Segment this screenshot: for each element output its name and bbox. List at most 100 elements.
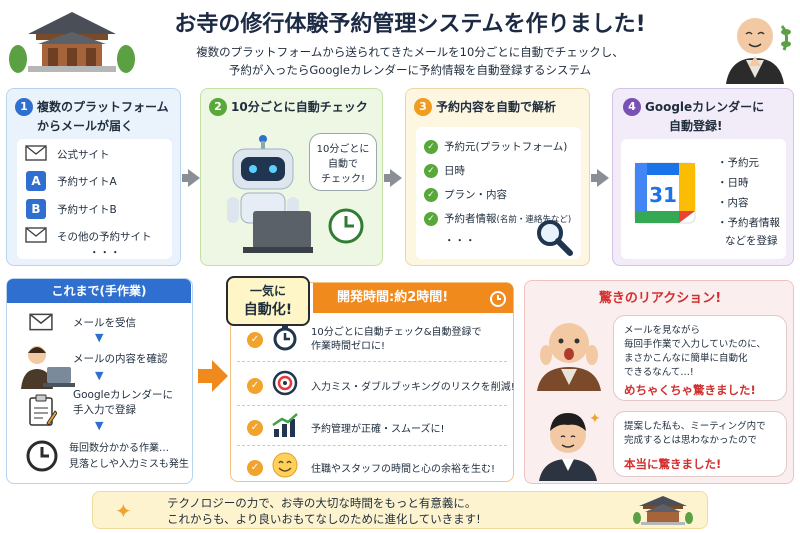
registered-field-tail: などを登録: [725, 235, 778, 247]
developer-quote-line-2: 完成するとは思わなかったので: [624, 435, 758, 446]
booking-site-a-icon: A: [26, 171, 46, 191]
google-calendar-icon: 31: [633, 161, 697, 229]
step-3-number: 3: [414, 97, 432, 116]
check-icon: ✓: [424, 140, 438, 154]
check-icon: ✓: [247, 377, 263, 394]
monk-quote-emphasis: めちゃくちゃ驚きました!: [624, 383, 756, 397]
transition-arrow: [198, 360, 228, 396]
temple-illustration: [8, 4, 136, 76]
registered-field-datetime: ・日時: [717, 177, 749, 189]
monk-quote-line-2: 毎回手作業で入力していたのに、: [624, 339, 766, 350]
flow-arrow: [182, 169, 200, 187]
lightbulb-icon: ✦: [589, 411, 601, 427]
parsed-field-customer: 予約者情報: [444, 213, 497, 225]
page-subtitle-line-1: 複数のプラットフォームから送られてきたメールを10分ごとに自動でチェックし、: [196, 45, 624, 59]
more-ellipsis: ・・・: [444, 235, 476, 247]
manual-step-issue-line-1: 毎回数分かかる作業…: [69, 443, 169, 454]
magnifier-icon: [534, 217, 574, 261]
page-subtitle-line-2: 予約が入ったらGoogleカレンダーに予約情報を自動登録するシステム: [228, 63, 592, 77]
check-icon: ✓: [247, 331, 263, 348]
monk-quote-line-1: メールを見ながら: [624, 325, 701, 336]
clock-icon: [327, 207, 365, 249]
down-arrow-icon: ▼: [95, 331, 104, 344]
manual-step-register-line-1: Googleカレンダーに: [73, 389, 174, 401]
timer-icon: [489, 289, 507, 311]
sparkle-icon: ✦: [115, 499, 132, 523]
step-4-panel: 4 Googleカレンダーに 自動登録! 31 ・予約元 ・日時 ・内容 ・予約者…: [612, 88, 794, 266]
step-1-title-line-2: からメールが届く: [37, 119, 134, 133]
parsed-field-source: 予約元(プラットフォーム): [444, 141, 568, 153]
source-booking-site-a: 予約サイトA: [57, 176, 117, 188]
step-1-title-line-1: 複数のプラットフォーム: [37, 100, 169, 114]
footer-line-1: テクノロジーの力で、お寺の大切な時間をもっと有意義に。: [167, 496, 477, 510]
target-icon: [271, 369, 299, 401]
manual-process-title: これまで(手作業): [7, 279, 191, 303]
source-official-site: 公式サイト: [57, 149, 110, 161]
robot-bubble-line-3: チェック!: [320, 174, 365, 185]
automation-badge: 一気に 自動化!: [226, 276, 310, 326]
reaction-panel: 驚きのリアクション! メールを見ながら 毎回手作業で入力していたのに、 まさかこ…: [524, 280, 794, 484]
robot-bubble-line-1: 10分ごとに: [316, 144, 370, 155]
down-arrow-icon: ▼: [95, 419, 104, 432]
check-icon: ✓: [424, 188, 438, 202]
check-icon: ✓: [247, 459, 263, 476]
automation-badge-line-1: 一気に: [249, 284, 286, 298]
reaction-title: 驚きのリアクション!: [598, 291, 722, 306]
manual-step-issue-line-2: 見落としや入力ミスも発生: [69, 459, 189, 470]
step-4-number: 4: [623, 97, 641, 116]
manual-step-check: メールの内容を確認: [73, 353, 168, 365]
surprised-monk-illustration: [533, 313, 605, 395]
clock-icon: [25, 439, 59, 477]
benefit-auto-check-line-1: 10分ごとに自動チェック&自動登録で: [311, 327, 482, 338]
booking-site-b-icon: B: [26, 199, 46, 219]
smile-icon: [271, 451, 299, 483]
check-icon: ✓: [424, 212, 438, 226]
page-title: お寺の修行体験予約管理システムを作りました!: [174, 12, 646, 37]
step-3-panel: 3 予約内容を自動で解析 ✓ 予約元(プラットフォーム) ✓ 日時 ✓ プラン・内容 ✓…: [405, 88, 590, 266]
manual-step-receive: メールを受信: [73, 317, 136, 329]
mail-icon: [29, 313, 53, 335]
monk-illustration: [716, 6, 794, 84]
step-2-number: 2: [209, 97, 227, 116]
developer-quote-emphasis: 本当に驚きました!: [624, 457, 722, 471]
automation-badge-line-2: 自動化!: [243, 302, 293, 318]
monk-quote-line-4: できるなんて…!: [624, 367, 694, 378]
calendar-day-number: 31: [649, 183, 677, 207]
mail-icon: [25, 145, 47, 165]
developer-illustration: [535, 405, 601, 485]
manual-process-panel: これまで(手作業) メールを受信 ▼ メールの内容を確認 ▼ Googleカレン…: [6, 278, 193, 484]
step-1-number: 1: [15, 97, 33, 116]
benefit-reduce-errors: 入力ミス・ダブルブッキングのリスクを削減!: [311, 382, 515, 393]
step-4-title-line-2: 自動登録!: [669, 119, 723, 133]
step-4-title-line-1: Googleカレンダーに: [645, 100, 765, 114]
down-arrow-icon: ▼: [95, 369, 104, 382]
step-3-title: 予約内容を自動で解析: [436, 100, 557, 114]
registered-field-customer: ・予約者情報: [717, 217, 780, 229]
dev-time-banner: 開発時間:約2時間!: [313, 283, 513, 313]
footer-banner: ✦ テクノロジーの力で、お寺の大切な時間をもっと有意義に。 これからも、より良い…: [92, 491, 708, 529]
growth-chart-icon: [271, 411, 299, 443]
registered-field-content: ・内容: [717, 197, 749, 209]
check-icon: ✓: [424, 164, 438, 178]
clipboard-pencil-icon: [27, 393, 58, 431]
developer-quote-line-1: 提案した私も、ミーティング内で: [624, 421, 766, 432]
step-2-title: 10分ごとに自動チェック: [231, 100, 368, 114]
parsed-field-customer-note: (名前・連絡先など): [496, 215, 572, 225]
manual-step-register-line-2: 手入力で登録: [73, 404, 136, 416]
benefit-time-margin: 住職やスタッフの時間と心の余裕を生む!: [311, 464, 496, 475]
benefit-accurate-management: 予約管理が正確・スムーズに!: [311, 424, 445, 435]
worker-at-laptop-icon: [17, 341, 79, 393]
parsed-field-plan: プラン・内容: [444, 189, 507, 201]
benefit-auto-check-line-2: 作業時間ゼロに!: [311, 341, 386, 352]
stopwatch-icon: [271, 323, 299, 355]
monk-quote-line-3: まさかこんなに簡単に自動化: [624, 353, 748, 364]
source-other-sites: その他の予約サイト: [57, 231, 152, 243]
registered-field-source: ・予約元: [717, 157, 759, 169]
more-ellipsis: ・・・: [89, 247, 121, 259]
robot-icon: [213, 133, 313, 262]
flow-arrow: [384, 169, 402, 187]
footer-line-2: これからも、より良いおもてなしのために進化していきます!: [167, 512, 481, 526]
temple-illustration: [633, 494, 693, 530]
parsed-field-datetime: 日時: [444, 165, 465, 177]
